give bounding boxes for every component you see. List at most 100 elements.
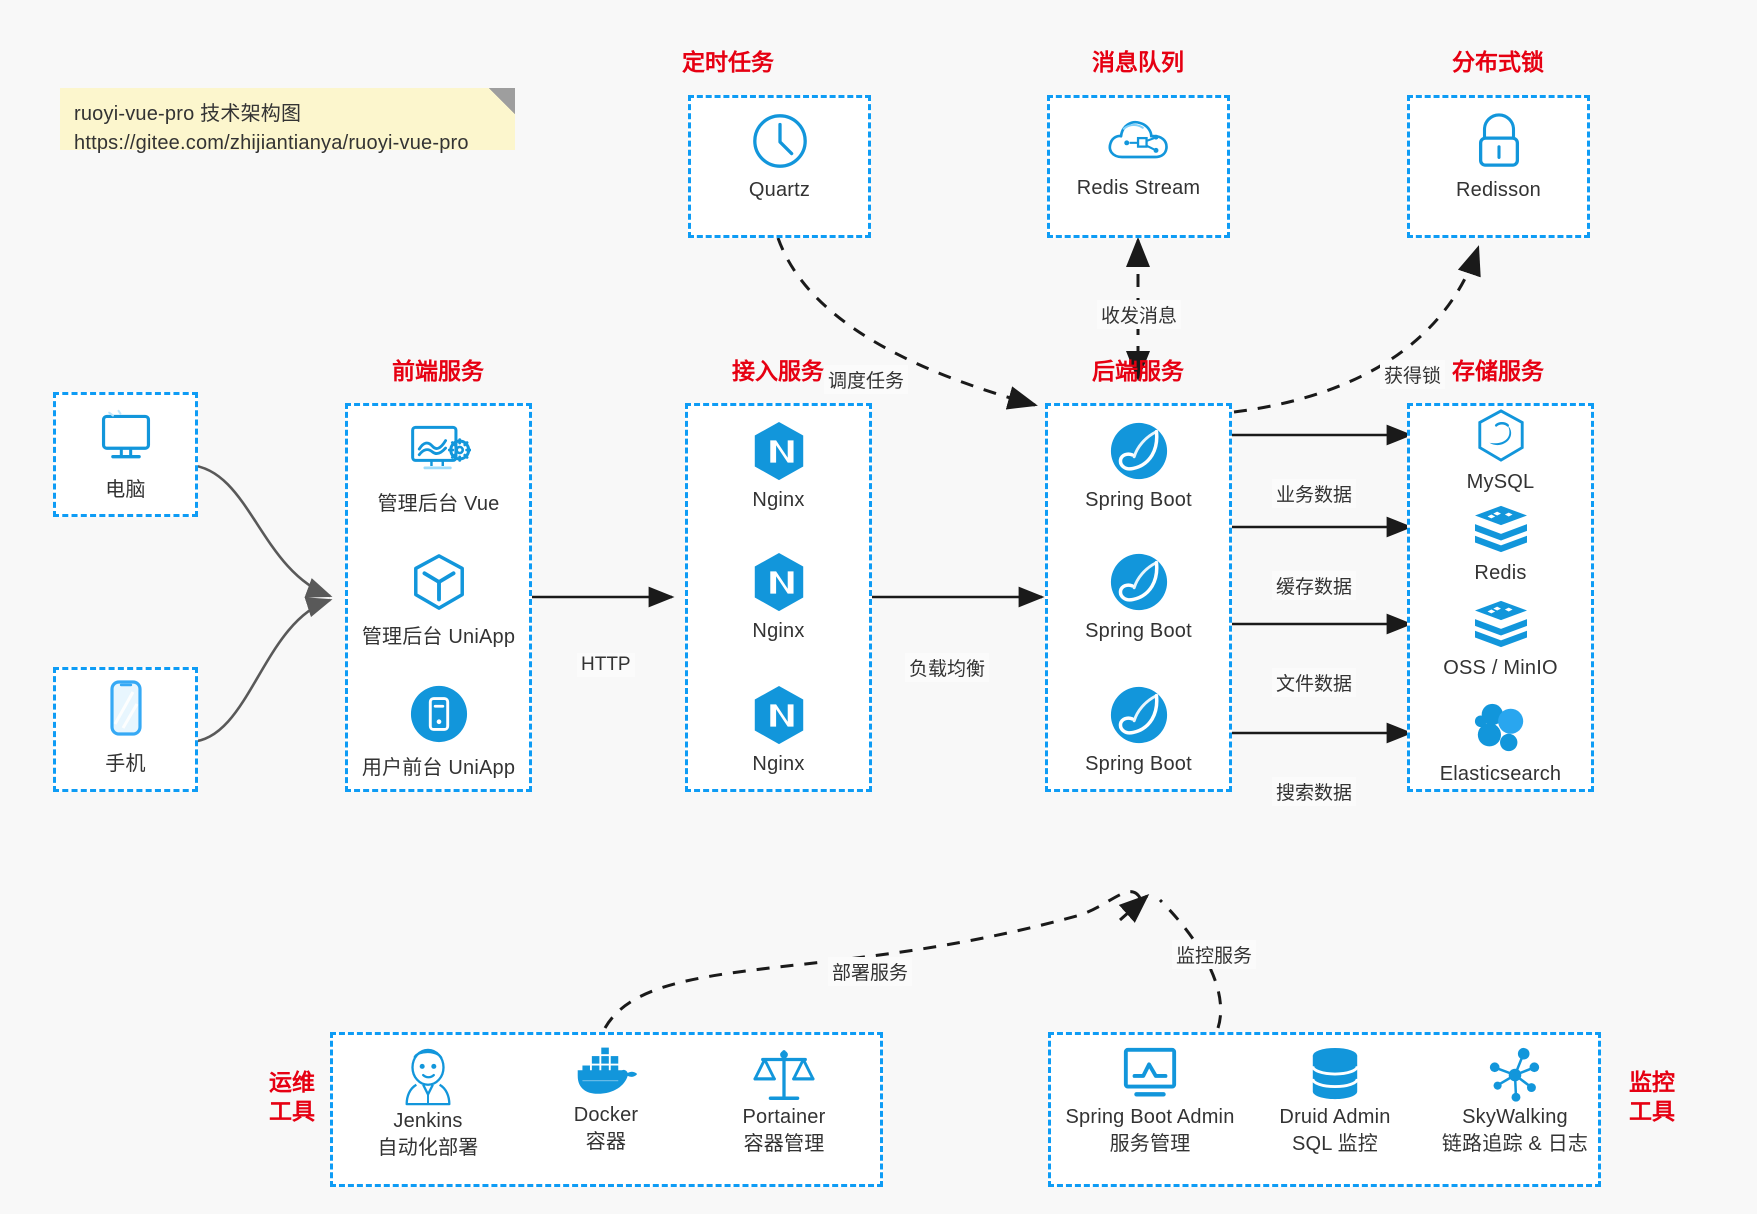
node-mysql[interactable]: MySQL — [1407, 408, 1594, 494]
group-title-scheduler: 定时任务 — [682, 49, 774, 75]
edge-label-cache-data: 缓存数据 — [1272, 571, 1357, 600]
node-desktop[interactable]: 电脑 — [53, 408, 198, 502]
node-label: SkyWalking — [1462, 1106, 1568, 1128]
node-label: Druid Admin — [1279, 1106, 1391, 1128]
group-box-message-queue — [1047, 95, 1230, 238]
spring-leaf-icon — [1110, 553, 1167, 611]
node-portainer[interactable]: Portainer 容器管理 — [698, 1046, 870, 1158]
node-label: 管理后台 Vue — [377, 493, 500, 515]
node-label: 电脑 — [105, 479, 146, 501]
node-label: Nginx — [752, 620, 805, 642]
node-druid-admin[interactable]: Druid Admin SQL 监控 — [1250, 1046, 1420, 1158]
node-admin-vue[interactable]: 管理后台 Vue — [345, 420, 532, 516]
node-label: Nginx — [752, 753, 805, 775]
edge-label-business-data: 业务数据 — [1272, 479, 1357, 508]
group-title-gateway: 接入服务 — [732, 358, 824, 384]
note-fold-corner — [489, 88, 515, 114]
node-label: Spring Boot — [1085, 489, 1192, 511]
edge-label-search-data: 搜索数据 — [1272, 777, 1357, 806]
node-quartz[interactable]: Quartz — [688, 110, 871, 202]
jenkins-butler-icon — [405, 1048, 451, 1106]
group-title-message-queue: 消息队列 — [1092, 49, 1184, 75]
node-user-uniapp[interactable]: 用户前台 UniApp — [345, 684, 532, 780]
app-tile-icon — [410, 685, 467, 743]
group-title-devops-line2: 工具 — [269, 1097, 315, 1124]
edge-label-file-data: 文件数据 — [1272, 668, 1357, 697]
node-admin-uniapp[interactable]: 管理后台 UniApp — [345, 551, 532, 649]
node-label: Spring Boot — [1085, 753, 1192, 775]
elasticsearch-icon — [1474, 703, 1523, 752]
cube-icon — [413, 554, 464, 610]
node-label: Jenkins — [393, 1110, 463, 1132]
node-sublabel: 容器 — [585, 1131, 627, 1153]
redis-stack-icon — [1474, 505, 1527, 553]
node-sublabel: SQL 监控 — [1291, 1133, 1379, 1155]
node-sublabel: 服务管理 — [1109, 1133, 1191, 1155]
node-nginx-2[interactable]: Nginx — [685, 551, 872, 643]
node-label: Spring Boot — [1085, 620, 1192, 642]
node-oss-minio[interactable]: OSS / MinIO — [1407, 598, 1594, 680]
group-title-storage: 存储服务 — [1452, 358, 1544, 384]
group-title-devops-line1: 运维 — [269, 1069, 315, 1095]
mobile-phone-icon — [109, 680, 142, 736]
desktop-computer-icon — [101, 409, 150, 459]
nginx-icon — [754, 421, 803, 481]
group-title-monitoring-line2: 工具 — [1629, 1097, 1675, 1124]
node-label: 手机 — [105, 753, 146, 775]
node-mobile[interactable]: 手机 — [53, 678, 198, 776]
spring-leaf-icon — [1110, 422, 1167, 480]
node-jenkins[interactable]: Jenkins 自动化部署 — [342, 1046, 514, 1162]
mysql-dolphin-icon — [1477, 409, 1524, 462]
node-label: Portainer — [742, 1106, 826, 1128]
clock-icon — [752, 114, 807, 168]
cloud-network-icon — [1108, 121, 1168, 159]
node-spring-boot-admin[interactable]: Spring Boot Admin 服务管理 — [1060, 1046, 1240, 1158]
node-sublabel: 容器管理 — [743, 1133, 825, 1155]
node-docker[interactable]: Docker 容器 — [520, 1046, 692, 1156]
node-redis[interactable]: Redis — [1407, 503, 1594, 585]
node-sublabel: 自动化部署 — [377, 1137, 479, 1159]
node-label: Quartz — [748, 179, 811, 201]
group-title-monitoring-line1: 监控 — [1629, 1069, 1675, 1095]
dashboard-gear-icon — [410, 425, 471, 470]
node-label: 管理后台 UniApp — [361, 626, 516, 648]
node-label: Redisson — [1456, 179, 1541, 201]
group-title-frontend: 前端服务 — [392, 358, 484, 384]
edge-label-deploy-service: 部署服务 — [828, 957, 913, 986]
node-redis-stream[interactable]: Redis Stream — [1047, 110, 1230, 200]
group-title-devops: 运维 工具 — [252, 1068, 332, 1126]
group-title-backend: 后端服务 — [1092, 358, 1184, 384]
nginx-icon — [754, 685, 803, 745]
node-sublabel: 链路追踪 & 日志 — [1441, 1133, 1589, 1155]
architecture-note: ruoyi-vue-pro 技术架构图 https://gitee.com/zh… — [60, 88, 515, 154]
node-spring-boot-1[interactable]: Spring Boot — [1045, 420, 1232, 512]
node-skywalking[interactable]: SkyWalking 链路追踪 & 日志 — [1425, 1046, 1605, 1158]
node-label: Redis — [1474, 562, 1527, 584]
monitor-chart-icon — [1123, 1047, 1177, 1097]
edge-label-load-balance: 负载均衡 — [905, 653, 990, 682]
node-label: MySQL — [1466, 471, 1535, 493]
node-nginx-3[interactable]: Nginx — [685, 684, 872, 776]
redis-stack-icon — [1474, 600, 1527, 648]
node-redisson[interactable]: Redisson — [1407, 110, 1590, 202]
note-line-2: https://gitee.com/zhijiantianya/ruoyi-vu… — [74, 132, 469, 154]
edge-label-monitor-service: 监控服务 — [1172, 940, 1257, 969]
edge-label-schedule-task: 调度任务 — [824, 365, 909, 394]
database-icon — [1311, 1047, 1359, 1100]
node-label: Redis Stream — [1076, 177, 1201, 199]
node-elasticsearch[interactable]: Elasticsearch — [1407, 700, 1594, 786]
group-box-client-desktop — [53, 392, 198, 517]
note-line-1: ruoyi-vue-pro 技术架构图 — [74, 103, 302, 125]
node-spring-boot-2[interactable]: Spring Boot — [1045, 551, 1232, 643]
node-label: OSS / MinIO — [1443, 657, 1558, 679]
node-spring-boot-3[interactable]: Spring Boot — [1045, 684, 1232, 776]
group-title-monitoring: 监控 工具 — [1612, 1068, 1692, 1126]
nginx-icon — [754, 552, 803, 612]
node-nginx-1[interactable]: Nginx — [685, 420, 872, 512]
docker-whale-icon — [577, 1047, 638, 1094]
lock-icon — [1478, 113, 1519, 167]
spring-leaf-icon — [1110, 686, 1167, 744]
group-title-distributed-lock: 分布式锁 — [1452, 49, 1544, 75]
node-label: 用户前台 UniApp — [361, 757, 516, 779]
node-label: Nginx — [752, 489, 805, 511]
